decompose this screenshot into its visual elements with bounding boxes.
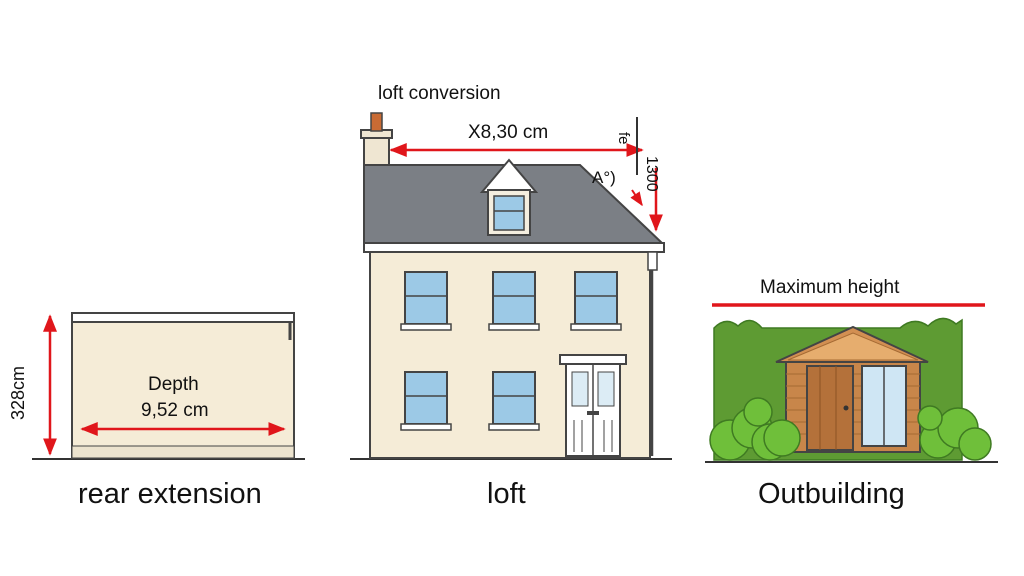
extension-height-label: 328cm (8, 365, 28, 420)
house (360, 112, 665, 459)
loft-conversion-label: loft conversion (378, 83, 501, 104)
max-height-label: Maximum height (760, 277, 900, 298)
outbuilding (709, 317, 992, 461)
extension-depth-value: 9,52 cm (141, 400, 209, 421)
caption-loft: loft (487, 478, 526, 510)
loft-side-label-b: 1300 (643, 156, 660, 192)
extension-depth-title: Depth (148, 374, 199, 395)
loft-pitch-arrow (630, 189, 643, 207)
caption-rear-extension: rear extension (78, 478, 262, 510)
loft-width-label: X8,30 cm (468, 122, 549, 143)
loft-side-label-a: fe (615, 132, 632, 145)
loft-pitch-label: A°) (592, 168, 616, 187)
caption-outbuilding: Outbuilding (758, 478, 905, 510)
